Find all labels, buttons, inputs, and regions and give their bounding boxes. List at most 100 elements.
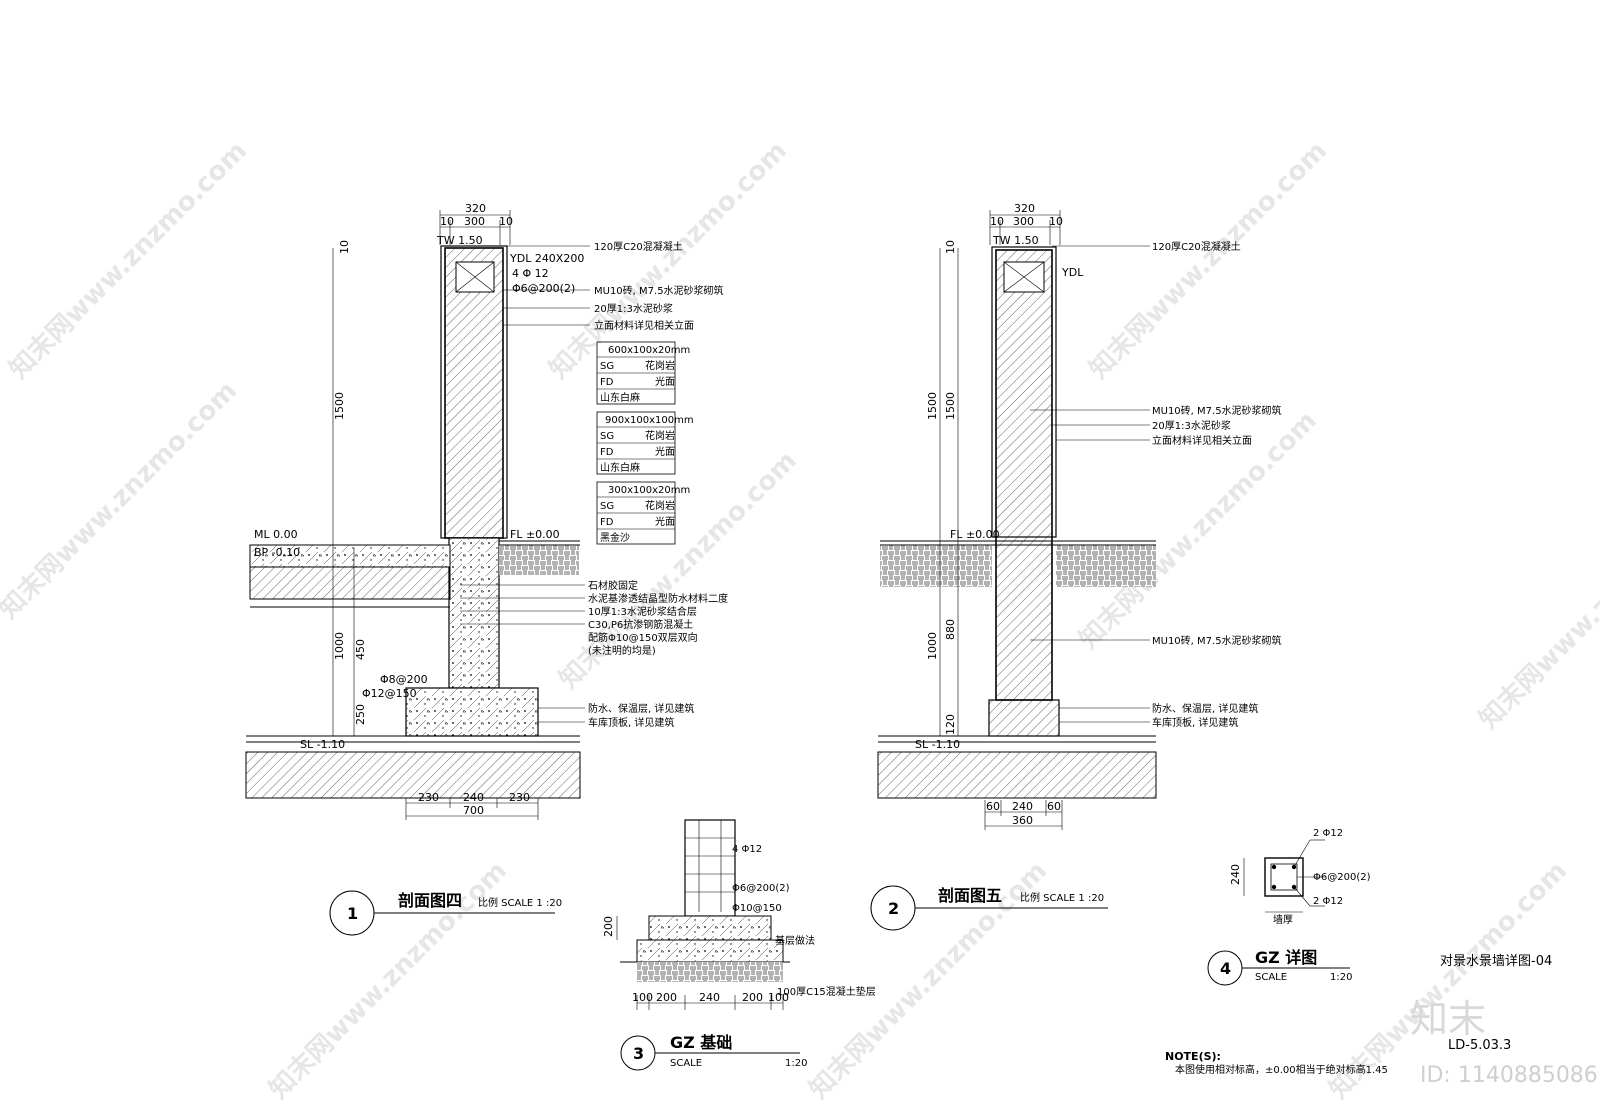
dim-bottom-240: 240 <box>463 791 484 804</box>
note-heading: NOTE(S): <box>1165 1050 1221 1063</box>
gz-base-dim-5: 100 <box>768 991 789 1004</box>
svg-text:FD: FD <box>600 517 614 528</box>
gz-detail-bottom-label: 墙厚 <box>1273 913 1293 926</box>
gz-base-dim-left: 200 <box>602 916 615 937</box>
s5-dim-bottom-240: 240 <box>1012 800 1033 813</box>
s5-dim-top-total: 320 <box>1014 202 1035 215</box>
material-table-1: 600x100x20mm SG 花岗岩 FD 光面 山东白麻 <box>596 341 690 405</box>
note-s4-10: (未注明的均是) <box>588 644 656 657</box>
brand-id-text: ID: 1140885086 <box>1420 1063 1598 1088</box>
gz-detail-scale-label: SCALE <box>1255 972 1287 983</box>
section-4-number: 1 <box>347 904 358 923</box>
gz-base-drawing: 4 Φ12 Φ6@200(2) Φ10@150 基层做法 100厚C15混凝土垫… <box>602 819 876 1071</box>
s5-dim-top-left: 10 <box>990 215 1004 228</box>
svg-text:花岗岩: 花岗岩 <box>645 359 675 372</box>
note-s4-2: MU10砖, M7.5水泥砂浆砌筑 <box>594 284 724 297</box>
s5-dim-left-120: 120 <box>944 714 957 735</box>
note-s5-4: 立面材料详见相关立面 <box>1152 434 1252 447</box>
rebar-phi6: Φ6@200(2) <box>512 282 575 295</box>
section-5-title: 剖面图五 <box>938 886 1002 905</box>
gz-detail-label-3: 2 Φ12 <box>1313 896 1343 907</box>
bp-level: BP -0.10 <box>254 546 300 559</box>
ml-level: ML 0.00 <box>254 528 298 541</box>
s5-dim-left-1500b: 1500 <box>944 392 957 420</box>
s5-dim-bottom-60a: 60 <box>986 800 1000 813</box>
svg-text:光面: 光面 <box>655 375 675 388</box>
material-table-3: 300x100x20mm SG 花岗岩 FD 光面 黑金沙 <box>596 481 690 545</box>
svg-text:山东白麻: 山东白麻 <box>600 461 640 474</box>
note-s5-2: MU10砖, M7.5水泥砂浆砌筑 <box>1152 404 1282 417</box>
gz-base-label-3: Φ10@150 <box>732 903 782 914</box>
s5-dim-top-right: 10 <box>1049 215 1063 228</box>
brand-logo-text: 知末 <box>1410 997 1486 1041</box>
gz-base-scale-value: 1:20 <box>785 1058 807 1069</box>
svg-text:山东白麻: 山东白麻 <box>600 391 640 404</box>
svg-text:600x100x20mm: 600x100x20mm <box>608 345 690 356</box>
gz-base-dim-1: 100 <box>632 991 653 1004</box>
watermark: 知末网www.znzmo.com <box>1474 486 1600 735</box>
fl-level: FL ±0.00 <box>510 528 560 541</box>
rebar-phi8: Φ8@200 <box>380 673 428 686</box>
svg-text:黑金沙: 黑金沙 <box>600 531 630 544</box>
gz-base-label-5: 100厚C15混凝土垫层 <box>777 985 876 998</box>
note-s5-1: 120厚C20混凝凝土 <box>1152 240 1241 253</box>
section-5-number: 2 <box>888 899 899 918</box>
svg-text:SG: SG <box>600 501 614 512</box>
svg-text:FD: FD <box>600 377 614 388</box>
note-s4-8: C30,P6抗渗钢筋混凝土 <box>588 618 693 631</box>
s5-dim-left-1500a: 1500 <box>926 392 939 420</box>
s5-sl-level: SL -1.10 <box>915 738 960 751</box>
note-s4-6: 水泥基渗透结晶型防水材料二度 <box>588 592 728 605</box>
gz-detail-label-2: Φ6@200(2) <box>1313 872 1371 883</box>
note-s5-5: MU10砖, M7.5水泥砂浆砌筑 <box>1152 634 1282 647</box>
dim-bottom-700: 700 <box>463 804 484 817</box>
note-s4-11: 防水、保温层, 详见建筑 <box>588 702 694 715</box>
gz-base-label-4: 基层做法 <box>775 934 815 947</box>
s5-dim-bottom-360: 360 <box>1012 814 1033 827</box>
watermark: 知末网www.znzmo.com <box>264 856 513 1105</box>
svg-text:SG: SG <box>600 361 614 372</box>
svg-text:300x100x20mm: 300x100x20mm <box>608 485 690 496</box>
svg-text:FD: FD <box>600 447 614 458</box>
drawing-title: 对景水景墙详图-04 <box>1440 954 1552 969</box>
note-s5-6: 防水、保温层, 详见建筑 <box>1152 702 1258 715</box>
s5-dim-left-880: 880 <box>944 619 957 640</box>
gz-base-label-2: Φ6@200(2) <box>732 883 790 894</box>
s5-fl-level: FL ±0.00 <box>950 528 1000 541</box>
section-4-scale: 比例 SCALE 1 :20 <box>478 896 562 909</box>
dim-top-total: 320 <box>465 202 486 215</box>
note-s4-4: 立面材料详见相关立面 <box>594 319 694 332</box>
note-text: 本图使用相对标高，±0.00相当于绝对标高1.45 <box>1175 1063 1388 1076</box>
svg-text:900x100x100mm: 900x100x100mm <box>605 415 694 426</box>
drawing-number: LD-5.03.3 <box>1448 1038 1511 1053</box>
svg-text:花岗岩: 花岗岩 <box>645 499 675 512</box>
svg-text:花岗岩: 花岗岩 <box>645 429 675 442</box>
note-s4-1: 120厚C20混凝凝土 <box>594 240 683 253</box>
s5-ydl-label: YDL <box>1061 266 1084 279</box>
dim-bottom-230a: 230 <box>418 791 439 804</box>
dim-left-250: 250 <box>354 704 367 725</box>
note-s4-5: 石材胶固定 <box>588 579 638 592</box>
gz-detail-dim-left: 240 <box>1229 864 1242 885</box>
gz-base-scale-label: SCALE <box>670 1058 702 1069</box>
dim-left-1500: 1500 <box>333 392 346 420</box>
gz-base-label-1: 4 Φ12 <box>732 844 762 855</box>
gz-base-title: GZ 基础 <box>670 1033 732 1052</box>
material-table-2: 900x100x100mm SG 花岗岩 FD 光面 山东白麻 <box>596 411 694 475</box>
s5-dim-top-mid: 300 <box>1013 215 1034 228</box>
s5-dim-left-10: 10 <box>944 240 957 254</box>
watermark: 知末网www.znzmo.com <box>4 136 253 385</box>
dim-left-1000: 1000 <box>333 632 346 660</box>
gz-base-dim-2: 200 <box>656 991 677 1004</box>
gz-base-number: 3 <box>633 1044 644 1063</box>
gz-detail-label-1: 2 Φ12 <box>1313 828 1343 839</box>
svg-text:光面: 光面 <box>655 515 675 528</box>
dim-top-left: 10 <box>440 215 454 228</box>
note-s4-12: 车库顶板, 详见建筑 <box>588 716 674 729</box>
watermark: 知末网www.znzmo.com <box>554 446 803 695</box>
gz-base-dim-3: 240 <box>699 991 720 1004</box>
section-4-drawing: 320 10 300 10 TW 1.50 10 1500 1000 450 <box>245 202 728 936</box>
s5-tw-level: TW 1.50 <box>992 234 1039 247</box>
gz-detail-drawing: 2 Φ12 Φ6@200(2) 2 Φ12 240 墙厚 4 GZ 详图 SCA… <box>1207 828 1371 986</box>
svg-text:光面: 光面 <box>655 445 675 458</box>
